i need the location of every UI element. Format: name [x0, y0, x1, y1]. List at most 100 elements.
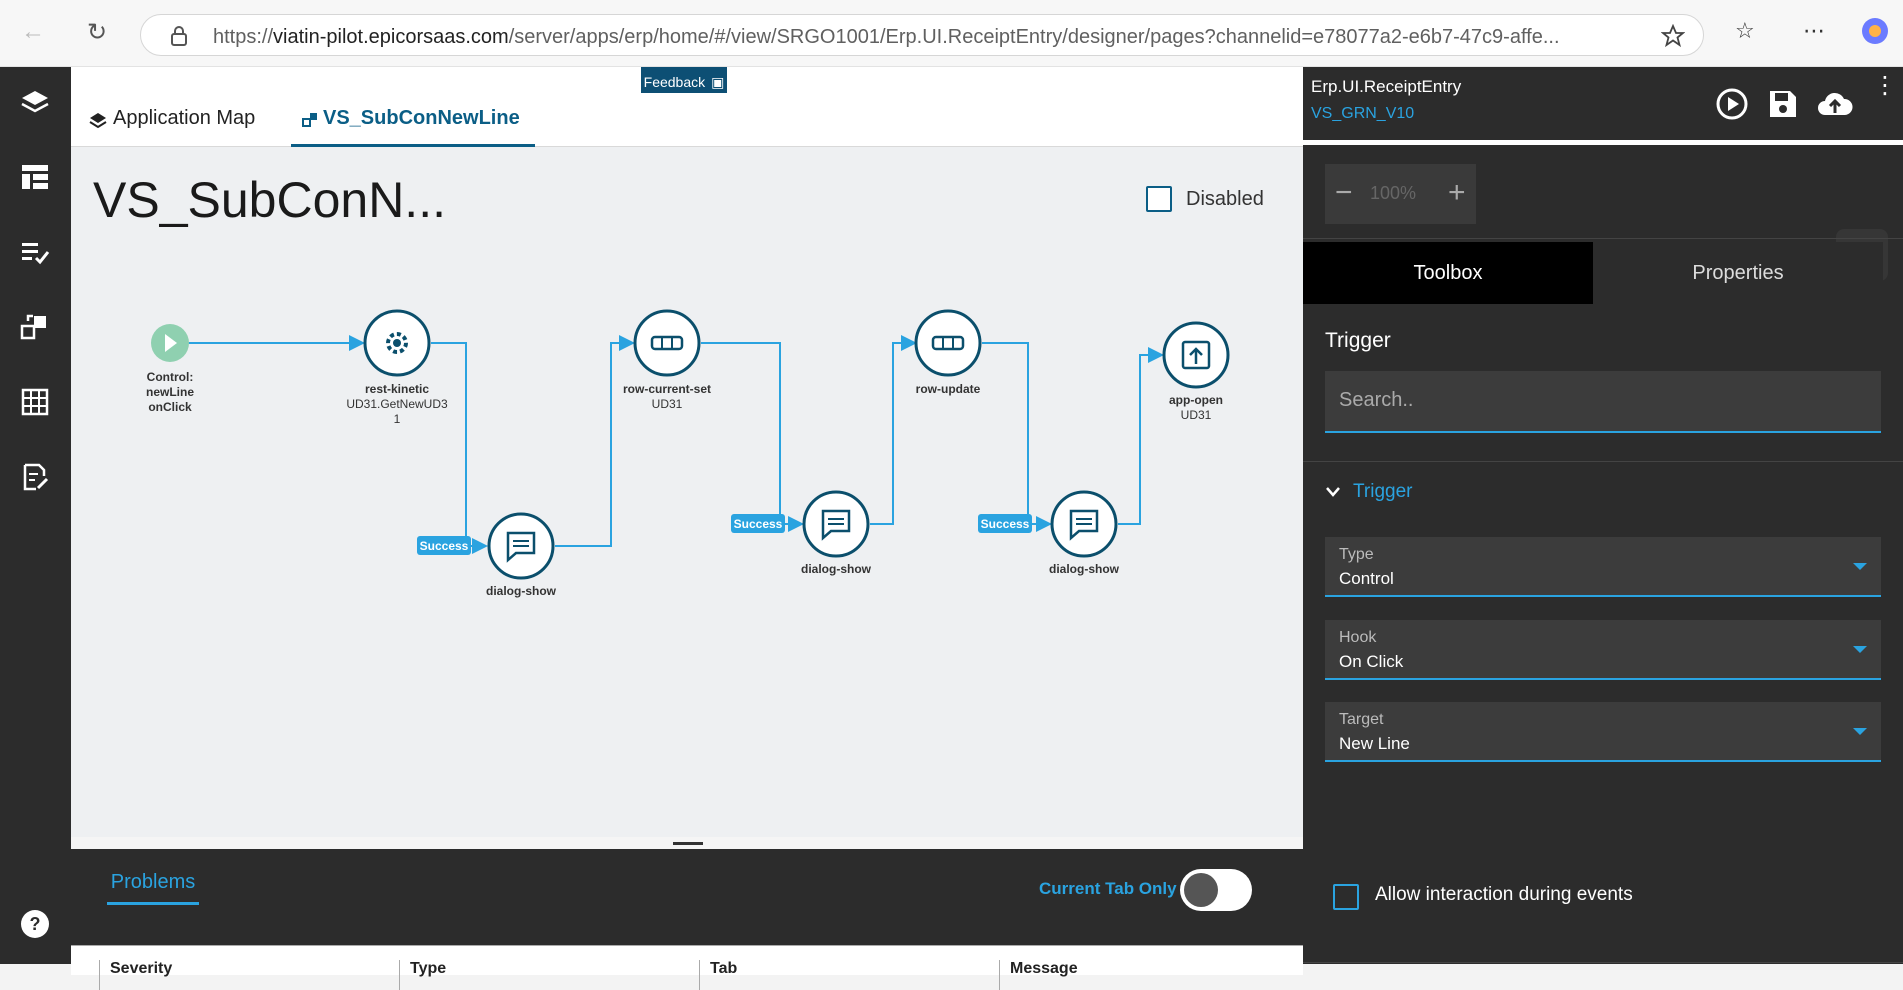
divider — [1303, 962, 1903, 963]
svg-text:row-update: row-update — [916, 382, 981, 396]
dialog-show-node[interactable]: dialog-show — [801, 490, 872, 576]
zoom-out-button[interactable]: − — [1335, 176, 1353, 209]
column-header[interactable]: Message — [999, 960, 1078, 990]
connector-rowupd-dialog3 — [982, 342, 1052, 532]
search-input[interactable]: Search.. — [1325, 371, 1881, 433]
url-text: https://viatin-pilot.epicorsaas.com/serv… — [213, 26, 1560, 48]
help-icon[interactable]: ? — [18, 907, 52, 941]
svg-text:Success: Success — [981, 517, 1030, 531]
section-title: Trigger — [1325, 329, 1391, 352]
back-icon[interactable]: ← — [21, 18, 45, 45]
row-icon — [650, 335, 684, 351]
disabled-checkbox[interactable] — [1146, 186, 1172, 212]
connector-rowcur-dialog2 — [701, 342, 804, 532]
more-menu-icon[interactable]: ⋯ — [1803, 18, 1825, 43]
field-value: Control — [1339, 569, 1394, 588]
svg-text:newLine: newLine — [146, 385, 194, 399]
svg-text:rest-kinetic: rest-kinetic — [365, 382, 429, 396]
success-badge: Success — [978, 514, 1032, 533]
favorites-icon[interactable]: ☆ — [1735, 18, 1755, 43]
column-header[interactable]: Severity — [99, 960, 172, 990]
layer-name[interactable]: VS_GRN_V10 — [1311, 105, 1415, 122]
save-icon[interactable] — [1766, 87, 1800, 121]
zoom-in-button[interactable]: + — [1448, 176, 1466, 209]
problems-table-header: Severity Type Tab Message — [71, 945, 1303, 990]
events-icon[interactable] — [18, 310, 52, 344]
disabled-label: Disabled — [1186, 188, 1264, 210]
current-tab-only-toggle[interactable] — [1180, 869, 1252, 911]
browser-toolbar: ← ↻ https://viatin-pilot.epicorsaas.com/… — [0, 0, 1903, 67]
event-flow-diagram: Success Success Success Control: newLine… — [146, 309, 1230, 598]
svg-text:Success: Success — [420, 539, 469, 553]
dropdown-caret-icon — [1853, 563, 1867, 570]
app-name: Erp.UI.ReceiptEntry — [1311, 77, 1462, 96]
tab-label: VS_SubConNewLine — [323, 107, 520, 129]
svg-text:Success: Success — [734, 517, 783, 531]
dialog-show-node[interactable]: dialog-show — [486, 512, 557, 598]
connectors — [187, 335, 1164, 554]
type-select[interactable]: Type Control — [1325, 537, 1881, 597]
divider — [1303, 238, 1903, 239]
dropdown-caret-icon — [1853, 728, 1867, 735]
field-value: New Line — [1339, 734, 1410, 753]
connector-rest-dialog1 — [431, 342, 488, 554]
row-current-set-node[interactable]: row-current-set UD31 — [623, 309, 711, 411]
tab-properties[interactable]: Properties — [1593, 242, 1883, 304]
app-open-node[interactable]: app-open UD31 — [1162, 321, 1230, 422]
success-badge: Success — [731, 514, 785, 533]
layout-icon[interactable] — [18, 160, 52, 194]
publish-cloud-icon[interactable] — [1817, 87, 1853, 121]
copilot-icon[interactable] — [1860, 16, 1890, 52]
tab-application-map[interactable]: Application Map — [89, 107, 269, 147]
rest-kinetic-node[interactable]: rest-kinetic UD31.GetNewUD3 1 — [346, 309, 448, 426]
panel-splitter[interactable] — [71, 837, 1303, 849]
favorite-star-icon[interactable] — [1661, 24, 1685, 48]
layers-icon — [89, 113, 107, 129]
left-navigation: ? — [0, 67, 71, 964]
gear-icon — [386, 332, 408, 354]
reload-icon[interactable]: ↻ — [86, 18, 108, 46]
column-header[interactable]: Tab — [699, 960, 737, 990]
connector-dialog1-rowcur — [555, 335, 635, 547]
tab-toolbox[interactable]: Toolbox — [1303, 242, 1593, 304]
success-badge: Success — [417, 536, 471, 555]
feedback-button[interactable]: Feedback▣ — [641, 67, 727, 93]
zoom-level: 100% — [1370, 183, 1417, 203]
tab-problems[interactable]: Problems — [107, 871, 199, 905]
drag-handle-icon[interactable] — [673, 842, 703, 845]
current-tab-only-label: Current Tab Only — [1039, 879, 1177, 898]
tab-vs-subconnewline[interactable]: VS_SubConNewLine — [291, 107, 535, 147]
more-vertical-icon[interactable]: ⋮ — [1873, 72, 1897, 99]
checklist-icon[interactable] — [18, 235, 52, 269]
svg-text:dialog-show: dialog-show — [486, 584, 557, 598]
svg-text:row-current-set: row-current-set — [623, 382, 711, 396]
allow-interaction-label: Allow interaction during events — [1375, 884, 1633, 905]
lock-icon — [171, 26, 187, 46]
preview-play-icon[interactable] — [1715, 87, 1749, 121]
message-icon — [1069, 509, 1099, 541]
dropdown-caret-icon — [1853, 646, 1867, 653]
data-grid-icon[interactable] — [18, 385, 52, 419]
dialog-show-node[interactable]: dialog-show — [1049, 490, 1120, 576]
edit-document-icon[interactable] — [18, 460, 52, 494]
play-icon — [165, 334, 177, 352]
svg-text:?: ? — [30, 914, 41, 934]
row-icon — [931, 335, 965, 351]
hook-select[interactable]: Hook On Click — [1325, 620, 1881, 680]
target-select[interactable]: Target New Line — [1325, 702, 1881, 762]
row-update-node[interactable]: row-update — [914, 309, 982, 396]
field-label: Target — [1339, 711, 1384, 728]
column-header[interactable]: Type — [399, 960, 446, 990]
message-icon — [821, 509, 851, 541]
svg-text:dialog-show: dialog-show — [1049, 562, 1120, 576]
layers-icon[interactable] — [18, 85, 52, 119]
field-value: On Click — [1339, 652, 1404, 671]
svg-text:UD31.GetNewUD3: UD31.GetNewUD3 — [346, 397, 448, 411]
chevron-down-icon — [1326, 487, 1340, 497]
address-bar[interactable]: https://viatin-pilot.epicorsaas.com/serv… — [140, 14, 1704, 56]
svg-text:app-open: app-open — [1169, 393, 1223, 407]
start-node[interactable]: Control: newLine onClick — [146, 324, 194, 414]
allow-interaction-checkbox[interactable] — [1333, 884, 1359, 910]
connector-dialog3-appopen — [1118, 347, 1164, 525]
trigger-accordion-header[interactable]: Trigger — [1325, 481, 1412, 503]
